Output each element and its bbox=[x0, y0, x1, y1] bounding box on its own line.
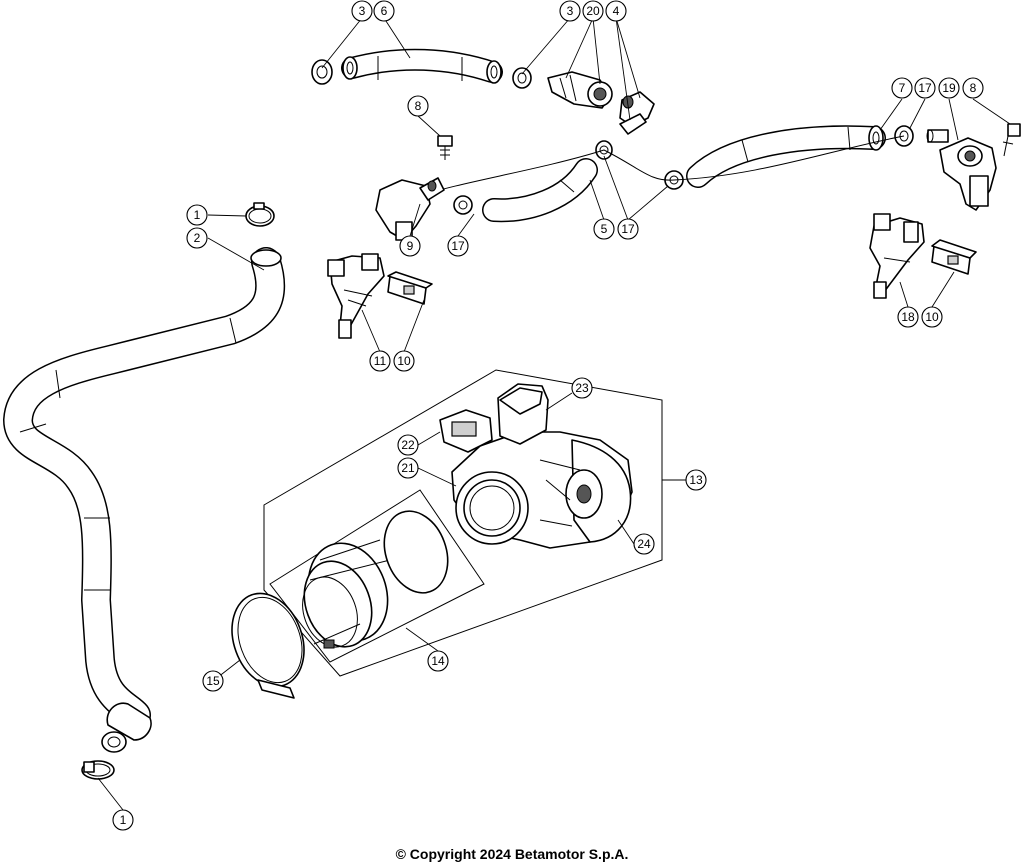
fuel-hose-top bbox=[341, 48, 503, 84]
svg-text:14: 14 bbox=[431, 654, 445, 668]
connector-10-left bbox=[387, 271, 433, 305]
callout-8b: 8 bbox=[962, 77, 984, 99]
svg-text:8: 8 bbox=[970, 81, 977, 95]
svg-text:10: 10 bbox=[397, 354, 411, 368]
copyright-notice: © Copyright 2024 Betamotor S.p.A. bbox=[395, 846, 629, 862]
svg-text:24: 24 bbox=[637, 537, 651, 551]
svg-text:1: 1 bbox=[120, 813, 127, 827]
hose-clamp-bottom bbox=[81, 760, 115, 780]
callout-5: 5 bbox=[593, 218, 615, 240]
callout-11: 11 bbox=[369, 350, 391, 372]
callout-8a: 8 bbox=[407, 95, 429, 117]
svg-text:13: 13 bbox=[689, 473, 703, 487]
svg-text:17: 17 bbox=[621, 222, 635, 236]
intake-boot bbox=[302, 510, 449, 649]
callout-22: 22 bbox=[397, 434, 419, 456]
callout-9: 9 bbox=[399, 235, 421, 257]
callout-20: 20 bbox=[582, 0, 604, 22]
callout-15: 15 bbox=[202, 670, 224, 692]
injector-holder-right bbox=[939, 137, 997, 211]
callout-4: 4 bbox=[605, 0, 627, 22]
long-hose bbox=[3, 247, 286, 753]
injector-holder-left bbox=[375, 177, 445, 241]
screw-8-right bbox=[1002, 123, 1021, 157]
callout-14: 14 bbox=[427, 650, 449, 672]
svg-text:17: 17 bbox=[918, 81, 932, 95]
svg-text:22: 22 bbox=[401, 438, 415, 452]
injector-right bbox=[869, 213, 925, 299]
svg-text:7: 7 bbox=[899, 81, 906, 95]
callout-3a: 3 bbox=[351, 0, 373, 22]
callout-6: 6 bbox=[373, 0, 395, 22]
svg-text:3: 3 bbox=[567, 4, 574, 18]
callout-10a: 10 bbox=[393, 350, 415, 372]
callout-18: 18 bbox=[897, 306, 919, 328]
leader-lines bbox=[97, 17, 1011, 811]
svg-text:1: 1 bbox=[194, 208, 201, 222]
svg-text:4: 4 bbox=[613, 4, 620, 18]
connector-10-right bbox=[931, 239, 977, 275]
callout-21: 21 bbox=[397, 457, 419, 479]
svg-text:3: 3 bbox=[359, 4, 366, 18]
fuel-hose-middle bbox=[482, 158, 598, 223]
injector-left bbox=[327, 253, 385, 339]
callout-13: 13 bbox=[685, 469, 707, 491]
hose-clamp-top bbox=[245, 202, 275, 227]
clamp-3-left bbox=[311, 59, 333, 85]
callout-7: 7 bbox=[891, 77, 913, 99]
svg-text:20: 20 bbox=[586, 4, 600, 18]
svg-text:19: 19 bbox=[942, 81, 956, 95]
svg-text:9: 9 bbox=[407, 239, 414, 253]
svg-text:15: 15 bbox=[206, 674, 220, 688]
fuel-hose-right bbox=[686, 125, 886, 188]
svg-text:21: 21 bbox=[401, 461, 415, 475]
fuel-fitting bbox=[619, 91, 655, 135]
fitting-7 bbox=[926, 129, 949, 143]
svg-text:2: 2 bbox=[194, 231, 201, 245]
callout-17b: 17 bbox=[617, 218, 639, 240]
callout-10b: 10 bbox=[921, 306, 943, 328]
svg-text:18: 18 bbox=[901, 310, 915, 324]
svg-text:11: 11 bbox=[374, 354, 387, 368]
svg-text:5: 5 bbox=[601, 222, 608, 236]
callout-19: 19 bbox=[938, 77, 960, 99]
callout-17a: 17 bbox=[447, 235, 469, 257]
quick-connector bbox=[547, 71, 613, 109]
svg-text:23: 23 bbox=[575, 381, 589, 395]
svg-text:10: 10 bbox=[925, 310, 939, 324]
callout-17c: 17 bbox=[914, 77, 936, 99]
callout-3b: 3 bbox=[559, 0, 581, 22]
callout-23: 23 bbox=[571, 377, 593, 399]
screw-8-left bbox=[437, 135, 453, 160]
callout-24: 24 bbox=[633, 533, 655, 555]
svg-text:17: 17 bbox=[451, 239, 465, 253]
clamp-17-a bbox=[453, 195, 473, 215]
callout-1a: 1 bbox=[186, 204, 208, 226]
svg-text:8: 8 bbox=[415, 99, 422, 113]
throttle-body bbox=[439, 383, 633, 549]
clamp-3-right bbox=[512, 67, 532, 89]
callout-1b: 1 bbox=[112, 809, 134, 831]
boot-clamp bbox=[231, 592, 305, 699]
svg-text:6: 6 bbox=[381, 4, 388, 18]
callout-2: 2 bbox=[186, 227, 208, 249]
